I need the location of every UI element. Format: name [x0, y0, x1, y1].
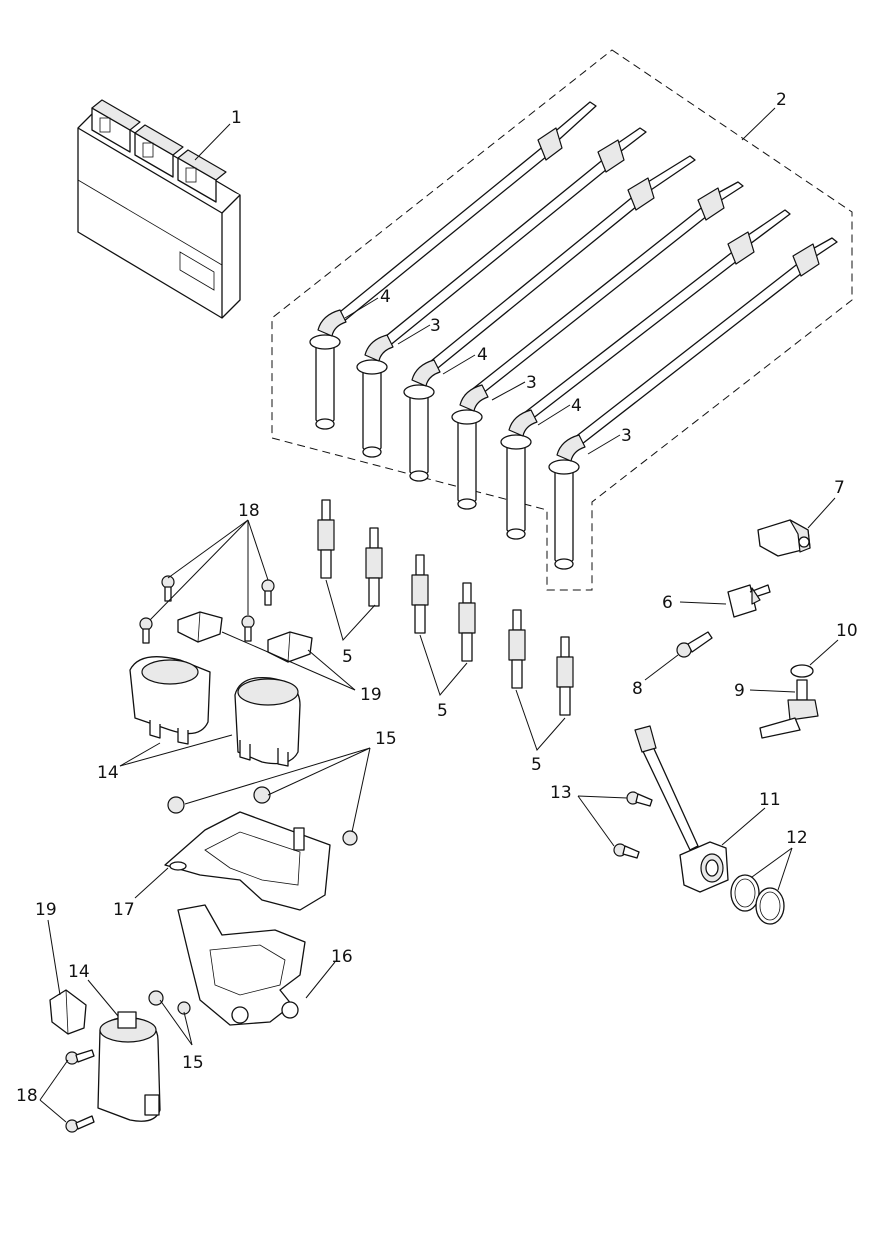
- coil-cap-3: [403, 359, 441, 482]
- clips-19-upper: [177, 611, 313, 663]
- coil-14-left: [129, 656, 211, 745]
- callout-17: 17: [113, 900, 135, 920]
- callout-3: 3: [430, 316, 441, 336]
- screws-18-upper: [139, 575, 275, 644]
- callout-11: 11: [759, 790, 781, 810]
- coil-cap-1: [309, 309, 347, 430]
- sensor-7: [757, 519, 811, 557]
- callout-4: 4: [380, 287, 391, 307]
- bracket-17: [164, 811, 331, 911]
- bracket-16: [177, 904, 306, 1026]
- callout-5: 5: [342, 647, 353, 667]
- callout-7: 7: [834, 478, 845, 498]
- spark-plug-2: [365, 527, 383, 607]
- bolts-13: [613, 791, 653, 859]
- o-ring-10: [790, 664, 814, 678]
- bolts-15-lower: [148, 990, 191, 1015]
- callout-18: 18: [16, 1086, 38, 1106]
- coil-cap-4: [451, 384, 489, 510]
- spark-plug-3: [411, 554, 429, 634]
- coil-14-right: [234, 676, 301, 767]
- spark-plug-6: [556, 636, 574, 716]
- coil-14-lower: [97, 1011, 161, 1122]
- spark-plug-5: [508, 609, 526, 689]
- callout-19: 19: [360, 685, 382, 705]
- clip-19-lower: [49, 989, 87, 1035]
- callout-13: 13: [550, 783, 572, 803]
- callout-1: 1: [231, 108, 242, 128]
- callout-10: 10: [836, 621, 858, 641]
- callout-4: 4: [571, 396, 582, 416]
- coil-cap-6: [548, 434, 586, 570]
- ecu-module: [77, 99, 241, 319]
- callout-16: 16: [331, 947, 353, 967]
- callout-6: 6: [662, 593, 673, 613]
- o-rings-12: [730, 874, 785, 925]
- callout-4: 4: [477, 345, 488, 365]
- sensor-9: [759, 679, 819, 739]
- callout-3: 3: [526, 373, 537, 393]
- callout-2: 2: [776, 90, 787, 110]
- callout-5: 5: [437, 701, 448, 721]
- lead-set-boundary: [271, 49, 853, 591]
- spark-plug-4: [458, 582, 476, 662]
- ht-leads: [309, 101, 838, 570]
- leader-lines: [39, 107, 839, 1123]
- bolt-8: [676, 631, 713, 658]
- coil-cap-2: [356, 334, 394, 458]
- callout-15: 15: [182, 1053, 204, 1073]
- callout-8: 8: [632, 679, 643, 699]
- callout-15: 15: [375, 729, 397, 749]
- screws-18-lower: [65, 1049, 95, 1133]
- spark-plug-1: [317, 499, 335, 579]
- callout-12: 12: [786, 828, 808, 848]
- sensor-11: [634, 725, 729, 893]
- callout-labels: 1 2 3 3 3 4 4 4 5 5 5 6 7 8 9 10 11 12 1…: [16, 90, 858, 1106]
- callout-14: 14: [97, 763, 119, 783]
- callout-14: 14: [68, 962, 90, 982]
- spark-plugs: [317, 499, 574, 716]
- callout-18: 18: [238, 501, 260, 521]
- coil-cap-5: [500, 409, 538, 540]
- callout-19: 19: [35, 900, 57, 920]
- bolts-15-upper: [167, 786, 358, 846]
- sensor-6: [727, 584, 771, 618]
- callout-9: 9: [734, 681, 745, 701]
- callout-3: 3: [621, 426, 632, 446]
- callout-5: 5: [531, 755, 542, 775]
